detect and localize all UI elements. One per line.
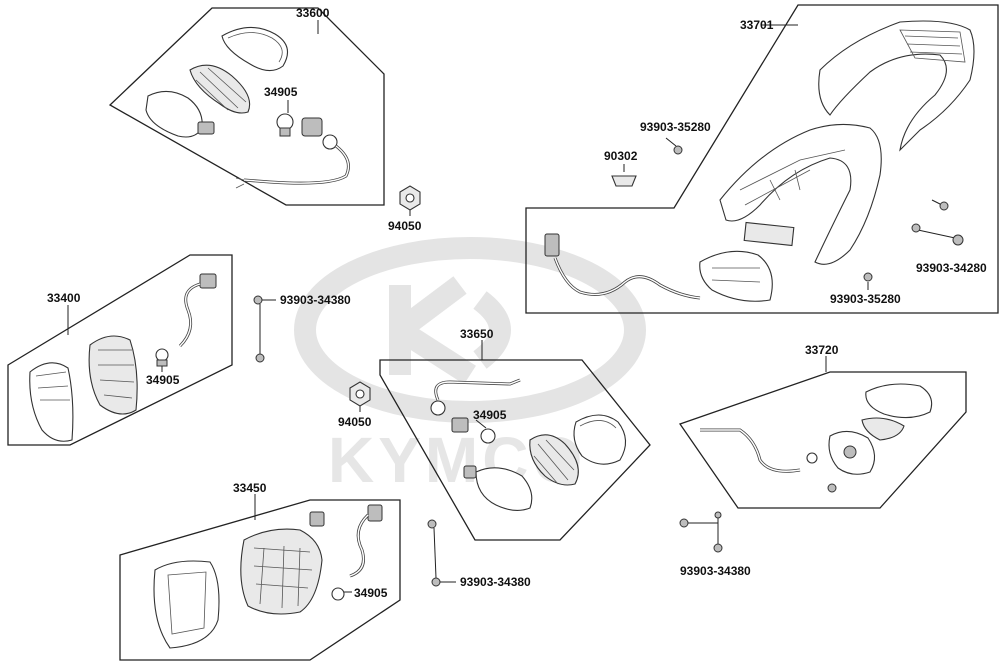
label-34905-c[interactable]: 34905 [473,408,507,422]
label-93903-34380-c[interactable]: 93903-34380 [680,564,751,578]
turn-signal-lens [573,414,627,465]
frame-33650 [379,359,651,541]
group-33701: 33701 93903-35280 90302 93903-34280 [525,4,999,314]
label-90302[interactable]: 90302 [604,149,638,163]
group-33720: 33720 [678,343,967,509]
label-94050-b[interactable]: 94050 [338,415,372,429]
turn-signal-reflector [529,434,579,486]
license-light [699,250,773,302]
frame-33720 [678,371,967,509]
group-33600: 33600 34905 [108,6,385,206]
lamp-housing [240,528,323,615]
group-94050-a: 94050 [388,185,422,233]
clip-icon [611,175,637,187]
group-33650: 33650 34905 [379,327,651,541]
group-33450: 33450 34905 [119,481,401,661]
label-34905-b[interactable]: 34905 [146,373,180,387]
bulb-icon [480,428,496,444]
group-93903-34380-b: 93903-34380 [427,519,531,589]
wire-harness [243,144,350,185]
connector-icon [199,273,217,289]
label-33400[interactable]: 33400 [47,291,81,305]
frame-33400 [7,254,233,446]
label-93903-35280-a[interactable]: 93903-35280 [640,120,711,134]
turn-signal-housing [88,335,138,415]
rear-carrier-frame [719,123,882,265]
bulb-icon [806,452,818,464]
frame-33450 [119,499,401,661]
group-33400: 33400 34905 [7,254,233,446]
label-94050-a[interactable]: 94050 [388,219,422,233]
label-33650[interactable]: 33650 [460,327,494,341]
group-93903-34380-c: 93903-34380 [679,511,751,578]
connector-icon [544,233,560,257]
connector-icon [367,504,383,522]
label-33450[interactable]: 33450 [233,481,267,495]
turn-signal-reflector [189,64,251,114]
label-33720[interactable]: 33720 [805,343,839,357]
screw-icon [679,518,689,528]
bulb-icon [331,587,345,601]
frame-33701 [525,4,999,314]
turn-signal-lens [221,26,289,72]
lamp-lens [153,560,220,649]
screw-icon [673,145,683,155]
label-93903-34380-b[interactable]: 93903-34380 [460,575,531,589]
label-33600[interactable]: 33600 [296,6,330,20]
frame-33600 [108,7,385,206]
label-93903-34280[interactable]: 93903-34280 [916,261,987,275]
license-plate-reflector [743,221,795,247]
label-33701[interactable]: 33701 [740,18,774,32]
label-93903-35280-b[interactable]: 93903-35280 [830,292,901,306]
group-94050-b: 94050 [338,381,372,429]
screw-icon [427,519,437,529]
turn-signal-housing [475,467,533,511]
label-34905-a[interactable]: 34905 [264,85,298,99]
group-93903-34380-a: 93903-34380 [253,293,351,363]
bulb-icon [155,348,169,362]
license-light-lens [865,383,933,419]
label-93903-34380-a[interactable]: 93903-34380 [280,293,351,307]
kymco-watermark: KYMCO [294,237,646,496]
screw-icon [253,295,263,305]
label-34905-d[interactable]: 34905 [354,586,388,600]
turn-signal-lens [29,362,74,442]
